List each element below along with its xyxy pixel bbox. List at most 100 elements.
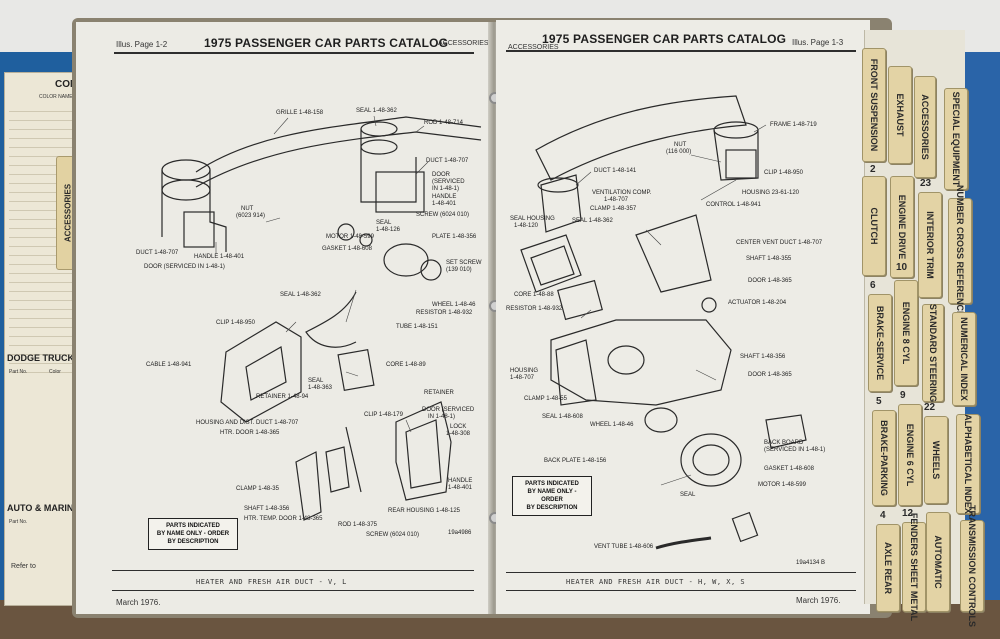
left-heater-exploded-diagram	[161, 115, 482, 521]
label-clip-179: CLIP 1-48-179	[364, 412, 403, 418]
label-center-vent: CENTER VENT DUCT 1-48-707	[736, 240, 823, 246]
tab-exhaust[interactable]: EXHAUST	[888, 66, 912, 164]
right-parts-note-box: PARTS INDICATED BY NAME ONLY - ORDER BY …	[512, 476, 592, 516]
tab-transmission-controls[interactable]: TRANSMISSION CONTROLS	[960, 505, 984, 627]
label-retainer-94: RETAINER 1-48-94	[256, 394, 309, 400]
label-seal-362: SEAL 1-48-362	[356, 108, 397, 114]
label-shaft: SHAFT 1-48-356	[244, 506, 290, 512]
label-seal-608: SEAL 1-48-608	[542, 414, 583, 420]
label-nut: NUT	[241, 206, 254, 212]
left-drawing-number: 19a4986	[448, 530, 472, 536]
tab-clutch[interactable]: CLUTCH	[862, 176, 886, 276]
color-name-header: COLOR NAME	[39, 94, 73, 100]
label-back-board-serviced: (SERVICED IN 1-48-1)	[764, 447, 826, 453]
left-illus-page: Illus. Page 1-2	[116, 40, 168, 49]
label-handle-num: 1-48-401	[432, 201, 457, 207]
tab-alphabetical-index[interactable]: ALPHABETICAL INDEX	[956, 414, 980, 514]
label-housing-dist: HOUSING AND DIST. DUCT 1-48-707	[196, 420, 299, 426]
label-gasket-right: GASKET 1-48-608	[764, 466, 814, 472]
label-shaft-355: SHAFT 1-48-355	[746, 256, 792, 262]
label-grille: GRILLE 1-48-158	[276, 110, 324, 116]
label-screw-top: SCREW (6024 010)	[416, 212, 470, 218]
right-header-rule	[506, 50, 856, 52]
tab-wheels[interactable]: WHEELS	[924, 416, 948, 504]
label-duct-141: DUCT 1-48-141	[594, 168, 637, 174]
label-door-365-bottom: DOOR 1-48-365	[748, 372, 792, 378]
right-section-label: ACCESSORIES	[508, 44, 559, 51]
label-lock-num: 1-48-308	[446, 431, 471, 437]
label-cable: CABLE 1-48-941	[146, 362, 192, 368]
label-resistor-right: RESISTOR 1-48-932	[506, 306, 563, 312]
color-rows	[9, 103, 85, 373]
label-ventilation: VENTILATION COMP.	[592, 190, 652, 196]
tab-special-equipment[interactable]: SPECIAL EQUIPMENT	[944, 88, 968, 190]
right-heater-exploded-diagram	[520, 95, 807, 550]
label-motor-right: MOTOR 1-48-599	[758, 482, 806, 488]
tab-number: 23	[920, 178, 932, 189]
tab-brake-service[interactable]: BRAKE-SERVICE	[868, 294, 892, 392]
tab-axle-rear[interactable]: AXLE REAR	[876, 524, 900, 612]
label-back-plate: BACK PLATE 1-48-156	[544, 458, 607, 464]
tab-engine-drive[interactable]: ENGINE DRIVE	[890, 176, 914, 278]
label-vent-tube: VENT TUBE 1-48-606	[594, 544, 654, 550]
tab-accessories[interactable]: ACCESSORIES	[914, 76, 936, 178]
right-page-title: 1975 PASSENGER CAR PARTS CATALOG	[542, 32, 787, 46]
label-housing-23: HOUSING 23-61-120	[742, 190, 800, 196]
tab-number: 9	[900, 390, 906, 401]
right-footer-rule-2	[506, 590, 856, 591]
tab-number-cross-reference[interactable]: NUMBER CROSS REFERENCE	[948, 185, 972, 317]
label-seal-126-num: 1-48-126	[376, 227, 401, 233]
tab-automatic[interactable]: AUTOMATIC	[926, 512, 950, 612]
label-nut-right-num: (116 000)	[666, 149, 692, 155]
left-page-title: 1975 PASSENGER CAR PARTS CATALOG	[204, 36, 449, 50]
label-duct-707-top: DUCT 1-48-707	[426, 158, 469, 164]
dodge-color-col: Color	[49, 369, 61, 375]
label-nut-right: NUT	[674, 142, 687, 148]
tab-engine-6-cyl[interactable]: ENGINE 6 CYL	[898, 404, 922, 506]
label-seal-362-mid: SEAL 1-48-362	[280, 292, 321, 298]
left-header-rule	[114, 52, 474, 54]
label-seal-363-num: 1-48-363	[308, 385, 333, 391]
tab-number: 10	[896, 262, 908, 273]
tab-numerical-index[interactable]: NUMERICAL INDEX	[952, 312, 976, 406]
tab-engine-8-cyl[interactable]: ENGINE 8 CYL	[894, 280, 918, 386]
left-footer-rule-2	[112, 590, 474, 591]
label-handle: HANDLE	[432, 194, 457, 200]
tab-interior-trim[interactable]: INTERIOR TRIM	[918, 192, 942, 298]
label-actuator: ACTUATOR 1-48-204	[728, 300, 787, 306]
label-door: DOOR	[432, 172, 450, 178]
label-handle-rear-num: 1-48-401	[448, 485, 473, 491]
label-motor: MOTOR 1-48-599	[326, 234, 374, 240]
label-wheel: WHEEL 1-48-46	[432, 302, 476, 308]
tab-number: 6	[870, 280, 876, 291]
tab-fenders-sheet-metal[interactable]: FENDERS SHEET METAL	[902, 513, 926, 621]
label-door-serviced: (SERVICED	[432, 179, 465, 185]
auto-marine-section: AUTO & MARINE I	[7, 503, 85, 513]
right-catalog-page: ACCESSORIES 1975 PASSENGER CAR PARTS CAT…	[496, 20, 870, 614]
right-footer-rule	[506, 572, 856, 573]
label-htr-temp-door: HTR. TEMP. DOOR 1-48-365	[244, 516, 323, 522]
label-clamp: CLAMP 1-48-35	[236, 486, 279, 492]
dodge-truck-section: DODGE TRUCK PAI	[7, 353, 90, 363]
label-control: CONTROL 1-48-941	[706, 202, 761, 208]
left-catalog-page: Illus. Page 1-2 1975 PASSENGER CAR PARTS…	[76, 22, 493, 614]
right-drawing-number: 19a4134 B	[796, 560, 826, 566]
label-ventilation-num: 1-48-707	[604, 197, 629, 203]
label-seal-right: SEAL	[680, 492, 696, 498]
label-housing-right: HOUSING	[510, 368, 539, 374]
tab-brake-parking[interactable]: BRAKE-PARKING	[872, 410, 896, 506]
label-core: CORE 1-48-89	[386, 362, 426, 368]
label-door-in: IN 1-48-1)	[432, 186, 460, 192]
tab-front-suspension[interactable]: FRONT SUSPENSION	[862, 48, 886, 162]
label-rod-375: ROD 1-48-375	[338, 522, 378, 528]
label-seal-126: SEAL	[376, 220, 392, 226]
label-clip-950: CLIP 1-48-950	[216, 320, 255, 326]
label-set-screw: SET SCREW	[446, 260, 482, 266]
label-htr-door: HTR. DOOR 1-48-365	[220, 430, 280, 436]
right-footer-caption: HEATER AND FRESH AIR DUCT - H, W, X, S	[566, 578, 746, 586]
label-plate: PLATE 1-48-356	[432, 234, 477, 240]
section-index-tabs: FRONT SUSPENSION 2 CLUTCH 6 BRAKE-SERVIC…	[860, 26, 1000, 627]
tab-standard-steering[interactable]: STANDARD STEERING	[922, 304, 944, 402]
left-page-date: March 1976.	[116, 598, 161, 607]
label-handle-left: HANDLE 1-48-401	[194, 254, 245, 260]
